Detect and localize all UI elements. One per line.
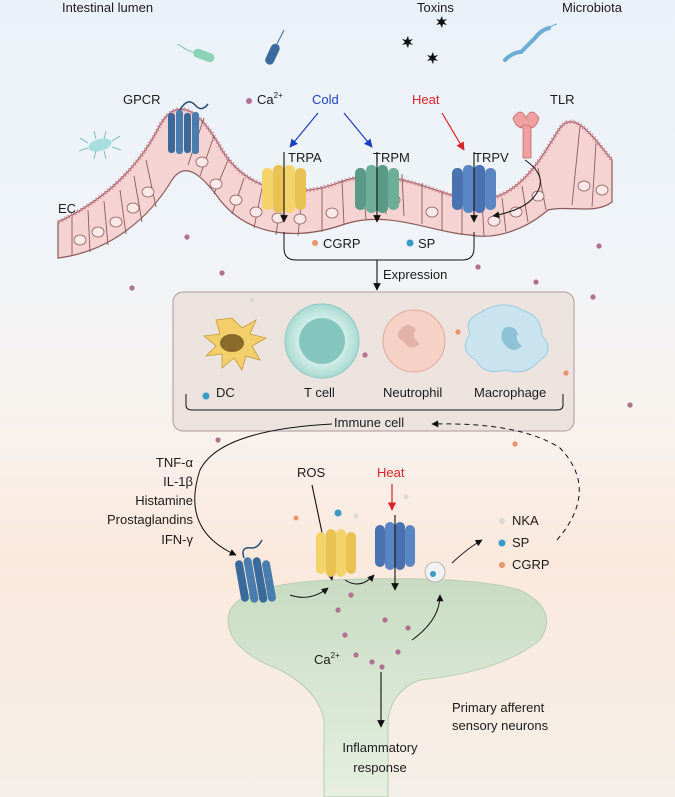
immune-label-neutrophil: Neutrophil	[383, 385, 442, 400]
mediator-list: TNF-α IL-1β Histamine Prostaglandins IFN…	[107, 455, 193, 547]
dc-cell: DC	[202, 317, 268, 400]
response-line2: response	[353, 760, 406, 775]
ec-label: EC	[58, 201, 76, 216]
nka-label: NKA	[512, 513, 539, 528]
neutrophil: Neutrophil	[382, 309, 446, 400]
trpa-channel-neuron	[316, 529, 356, 577]
macrophage: Macrophage	[464, 304, 549, 400]
channel-bracket	[283, 232, 475, 261]
toxin-icons	[402, 16, 447, 64]
heat-low-label: Heat	[377, 465, 405, 480]
heat-to-trpv-arrow	[441, 112, 465, 151]
toxins-label: Toxins	[417, 0, 454, 15]
immune-cell-label: Immune cell	[334, 415, 404, 430]
trpv-channel-neuron	[375, 522, 415, 570]
mediator-il1b: IL-1β	[163, 474, 193, 489]
microbiota-icons	[78, 23, 558, 160]
cgrp-low-label: CGRP	[512, 557, 550, 572]
immune-to-gpcr-arrow	[194, 423, 333, 556]
tlr-label: TLR	[550, 92, 575, 107]
mediator-histamine: Histamine	[135, 493, 193, 508]
neuron-molecules	[293, 494, 411, 670]
cgrp-top-label: CGRP	[323, 236, 361, 251]
trpv-label: TRPV	[474, 150, 509, 165]
mediator-ifng: IFN-γ	[161, 532, 193, 547]
gpcr-receptor-neuron	[235, 539, 276, 603]
cold-to-trpm-arrow	[343, 112, 373, 148]
trpm-label: TRPM	[373, 150, 410, 165]
lumen-label: Intestinal lumen	[62, 0, 153, 15]
mediator-prostaglandins: Prostaglandins	[107, 512, 193, 527]
sp-top-label: SP	[418, 236, 435, 251]
expression-label: Expression	[383, 267, 447, 282]
gpcr-label: GPCR	[123, 92, 161, 107]
tcell: T cell	[284, 303, 360, 400]
immune-label-dc: DC	[216, 385, 235, 400]
immune-label-macrophage: Macrophage	[474, 385, 546, 400]
immune-box-molecules	[249, 297, 569, 376]
sp-low-label: SP	[512, 535, 529, 550]
tlr-receptor	[512, 111, 540, 159]
heat-top-label: Heat	[412, 92, 440, 107]
trpv-channel-top	[452, 165, 496, 213]
mediator-tnf: TNF-α	[156, 455, 194, 470]
response-line1: Inflammatory	[342, 740, 418, 755]
immune-label-tcell: T cell	[304, 385, 335, 400]
cold-label: Cold	[312, 92, 339, 107]
microbiota-label: Microbiota	[562, 0, 623, 15]
afferent-line1: Primary afferent	[452, 700, 545, 715]
tlr-signal-arrow	[492, 159, 541, 219]
trpm-channel-top	[355, 165, 399, 213]
cold-to-trpa-arrow	[289, 112, 319, 148]
ca-top-label: Ca2+	[257, 91, 283, 107]
afferent-line2: sensory neurons	[452, 718, 549, 733]
ca-low-label: Ca2+	[314, 651, 340, 667]
ros-label: ROS	[297, 465, 326, 480]
trpa-label: TRPA	[288, 150, 322, 165]
gpcr-receptor-top	[168, 101, 209, 154]
feedback-dashed-arrow	[431, 420, 580, 541]
trpa-channel-top	[262, 165, 306, 213]
